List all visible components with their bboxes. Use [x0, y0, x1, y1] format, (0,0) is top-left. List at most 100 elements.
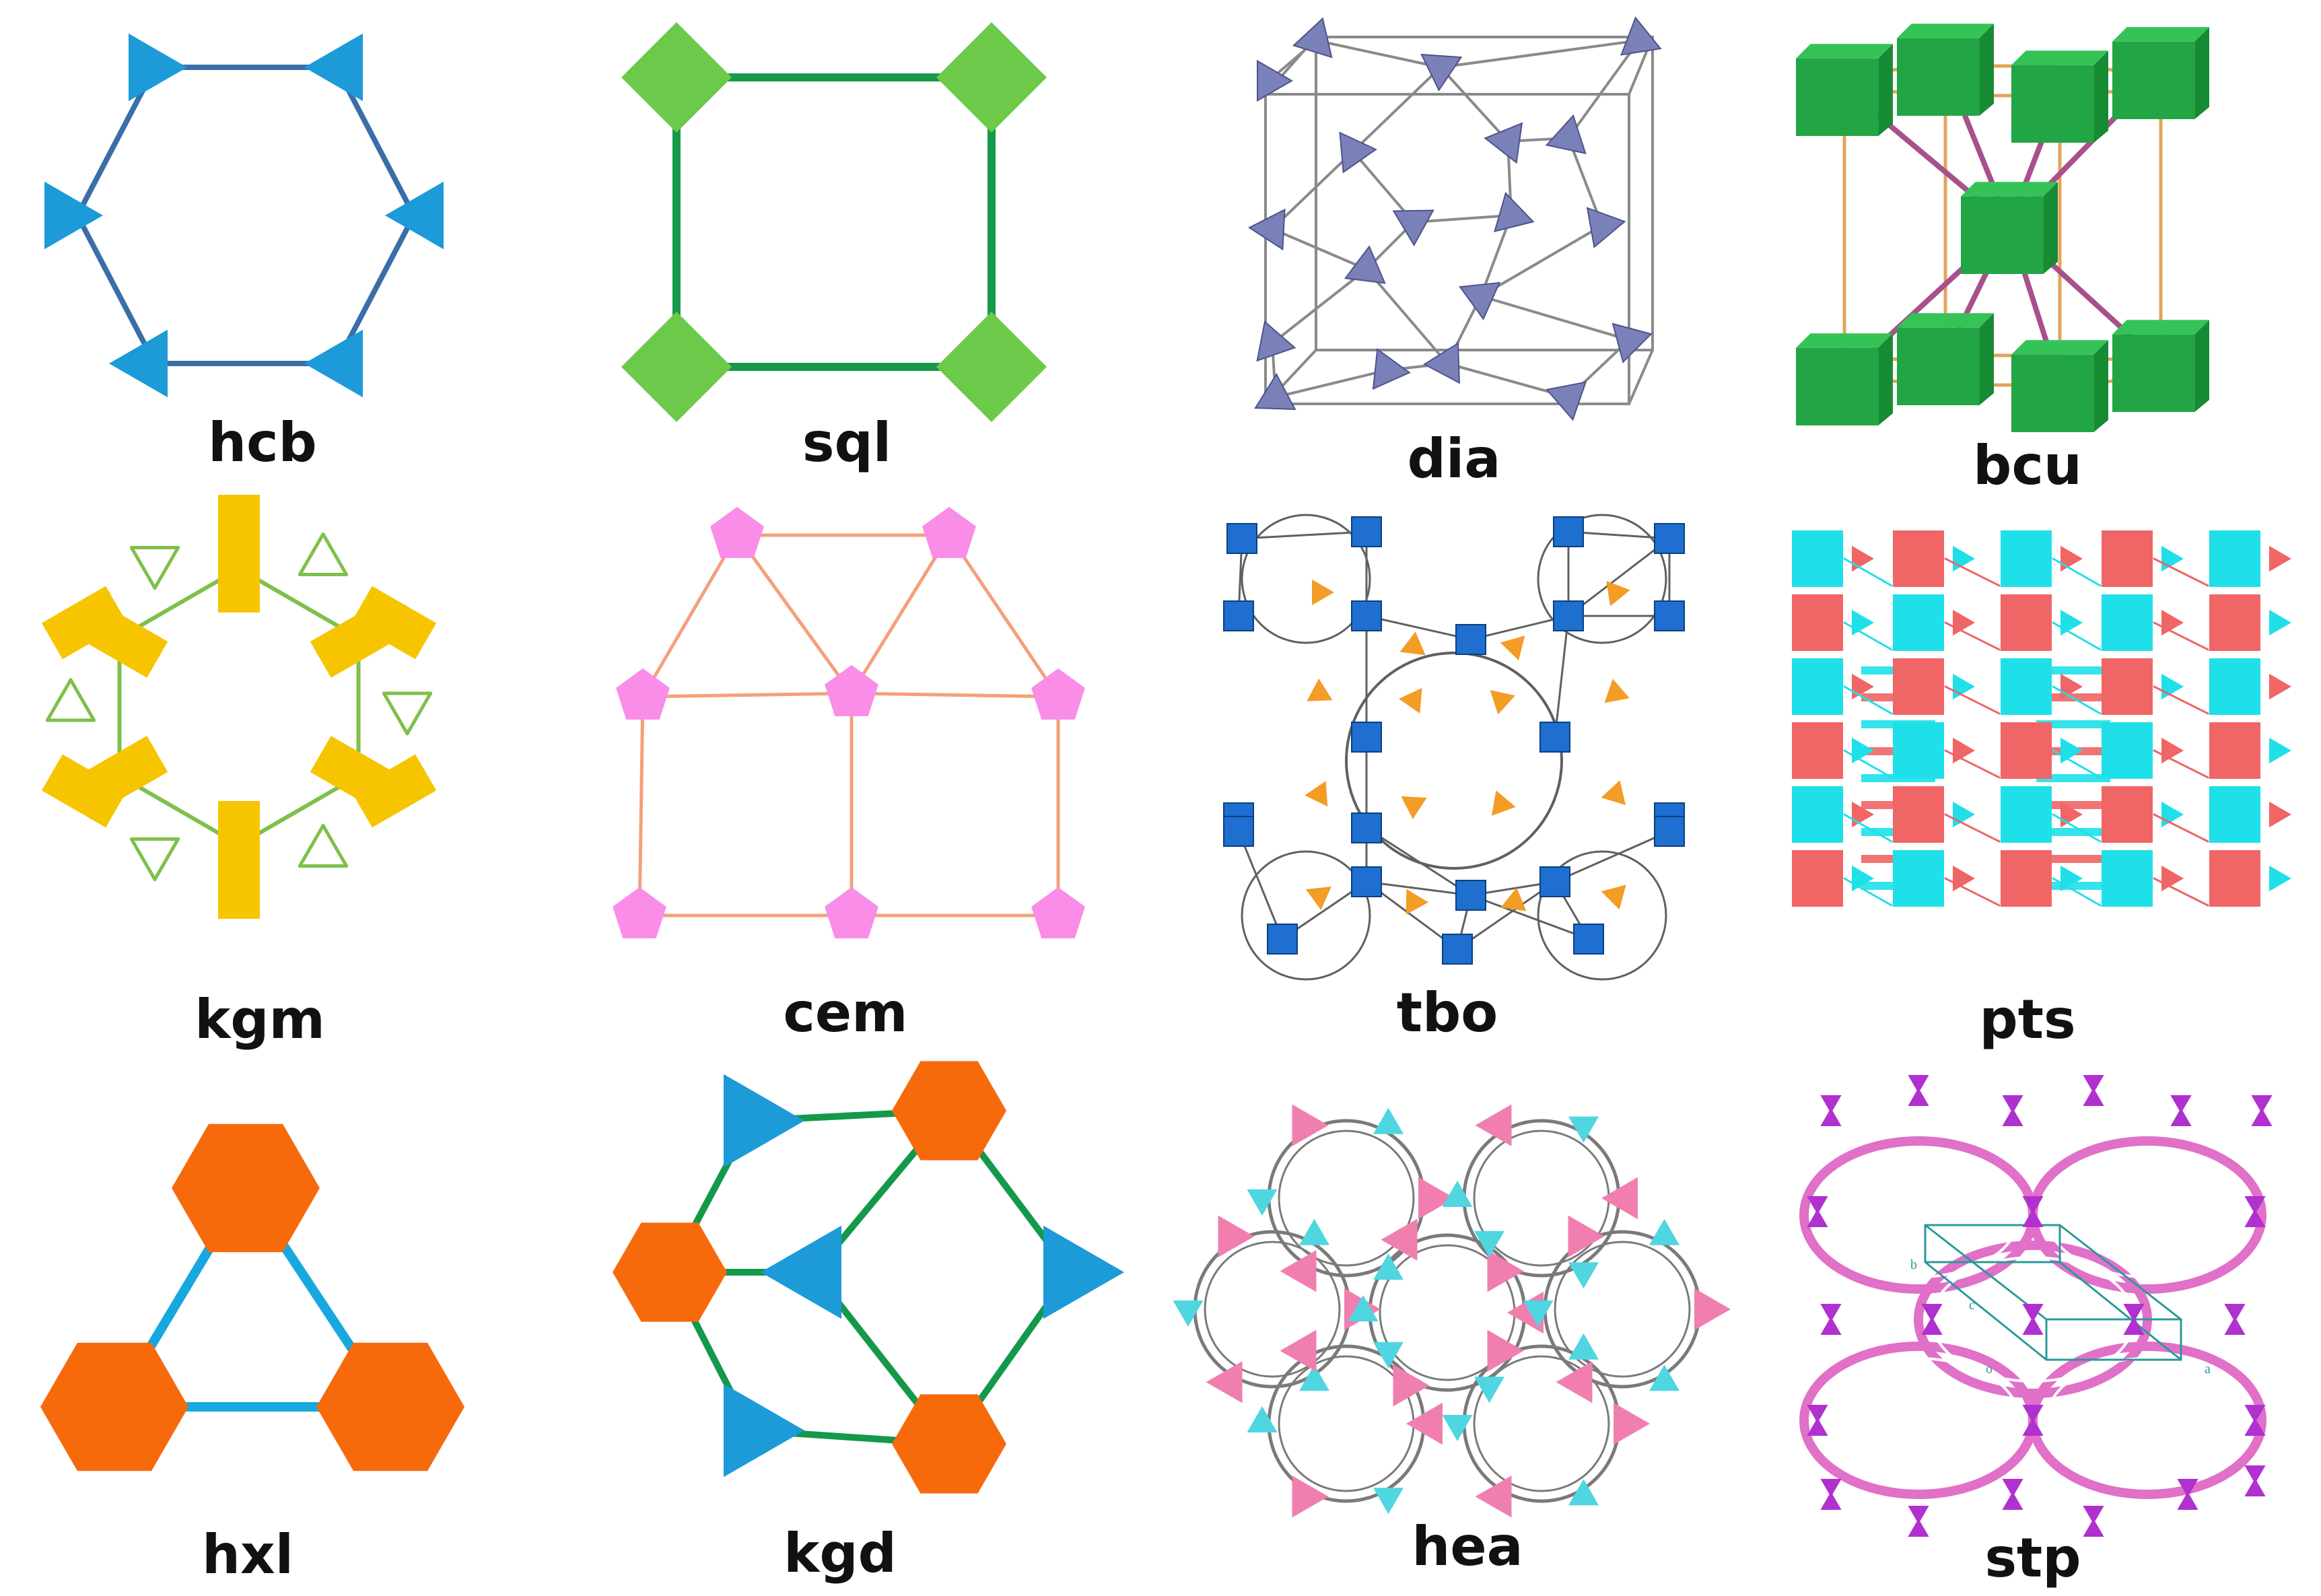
cem-edge: [850, 533, 951, 695]
axis-label: b: [1910, 1257, 1917, 1272]
square-node: [1223, 816, 1254, 847]
unit-cell-edge: [2058, 1261, 2182, 1361]
cyan-square-node: [1893, 594, 1944, 651]
unit-cell-edge: [1924, 1261, 2048, 1361]
triangle-node: [2022, 1317, 2044, 1335]
cube-node: [1897, 327, 1980, 405]
label-pts: pts: [1979, 988, 2076, 1051]
kagome-edge: [298, 532, 325, 576]
triangle-node: [2244, 1478, 2266, 1496]
pink-triangle-node: [1218, 1215, 1255, 1257]
pink-triangle-node: [1206, 1361, 1243, 1403]
square-node: [1573, 924, 1604, 955]
triangle-node: [1604, 679, 1630, 703]
pentagon-node: [613, 887, 666, 938]
tetrahedral-edge: [1315, 39, 1442, 69]
triangle-node: [2170, 1108, 2192, 1126]
pts-edge: [1944, 557, 2001, 587]
cem-edge: [641, 691, 854, 699]
pink-triangle-node: [1475, 1476, 1512, 1518]
pentagon-node: [616, 668, 670, 720]
square-node: [1455, 880, 1486, 911]
kagome-edge: [69, 678, 96, 722]
triangle-node: [2022, 1209, 2044, 1227]
pore-ring: [1537, 850, 1667, 981]
pts-edge: [1843, 621, 1893, 651]
red-square-node: [2209, 850, 2260, 907]
label-hea: hea: [1412, 1515, 1523, 1578]
pts-edge: [2153, 621, 2209, 651]
pore-ring: [1241, 850, 1371, 981]
unit-cell-edge: [2058, 1224, 2182, 1321]
tetrahedral-edge: [1412, 214, 1513, 223]
planar-linker: [2036, 855, 2110, 863]
triangle-node: [129, 33, 187, 102]
square-node: [1351, 812, 1382, 843]
triangle-node: [2060, 545, 2083, 572]
triangle-node: [1921, 1304, 1943, 1322]
triangle-node: [2269, 801, 2291, 828]
channel-ring: [1799, 1136, 2038, 1294]
pts-edge: [1843, 749, 1893, 779]
net-kgm: [41, 495, 437, 919]
pts-edge: [2153, 557, 2209, 587]
cyan-square-node: [2102, 594, 2153, 651]
square-node: [1654, 600, 1685, 631]
cyan-triangle-node: [1474, 1377, 1504, 1403]
cube-node: [2112, 334, 2195, 412]
hexagon-node: [316, 1342, 464, 1471]
triangle-node: [2269, 737, 2291, 764]
pink-triangle-node: [1475, 1104, 1512, 1146]
rectangle-node: [218, 845, 260, 919]
pts-edge: [2052, 557, 2102, 587]
cube-node-side: [1878, 333, 1893, 425]
square-node: [1553, 600, 1584, 631]
pts-edge: [1843, 685, 1893, 715]
triangle-node: [1820, 1108, 1842, 1126]
cube-node-top: [1796, 44, 1893, 59]
tetrahedral-node: [1586, 207, 1626, 248]
pts-edge: [2052, 749, 2102, 779]
cyan-triangle-node: [1568, 1116, 1599, 1143]
triangle-node: [2060, 609, 2083, 636]
triangle-node: [1908, 1075, 1929, 1093]
pentagon-node: [825, 887, 878, 938]
cube-node-side: [2043, 182, 2058, 274]
square-node: [1351, 866, 1382, 897]
planar-linker: [2036, 801, 2110, 809]
cyan-triangle-node: [1474, 1230, 1504, 1257]
cube-node-side: [2194, 320, 2209, 412]
pink-triangle-node: [1292, 1104, 1329, 1146]
triangle-node: [2244, 1196, 2266, 1214]
cube-node: [1961, 196, 2044, 274]
tetrahedral-node: [1620, 16, 1662, 56]
triangle-node: [1807, 1209, 1828, 1227]
cube-node: [1897, 38, 1980, 116]
cube-node: [2112, 41, 2195, 119]
red-square-node: [2001, 722, 2052, 779]
tetrahedral-node: [1257, 59, 1294, 102]
cube-node-top: [1897, 24, 1994, 38]
kagome-edge: [45, 678, 73, 722]
rectangle-node: [351, 754, 437, 828]
triangle-node: [2060, 737, 2083, 764]
cube-node-side: [2093, 50, 2108, 143]
triangle-node: [2170, 1095, 2192, 1113]
triangle-node: [1908, 1506, 1929, 1524]
axis-label: o: [1986, 1362, 1993, 1377]
pts-edge: [1944, 877, 2001, 907]
tbo-edge: [1469, 615, 1570, 641]
triangle-node: [1500, 887, 1527, 911]
cem-edge: [637, 695, 645, 917]
cyan-square-node: [1893, 850, 1944, 907]
pink-triangle-node: [1614, 1402, 1650, 1445]
cem-edge: [641, 533, 739, 699]
triangle-node: [2177, 1492, 2198, 1510]
tetrahedral-edge: [1352, 66, 1442, 153]
triangle-node: [109, 329, 168, 398]
square-node: [1351, 722, 1382, 753]
pore-ring: [1537, 514, 1667, 644]
kagome-edge: [298, 824, 325, 868]
triangle-node: [2083, 1506, 2104, 1524]
